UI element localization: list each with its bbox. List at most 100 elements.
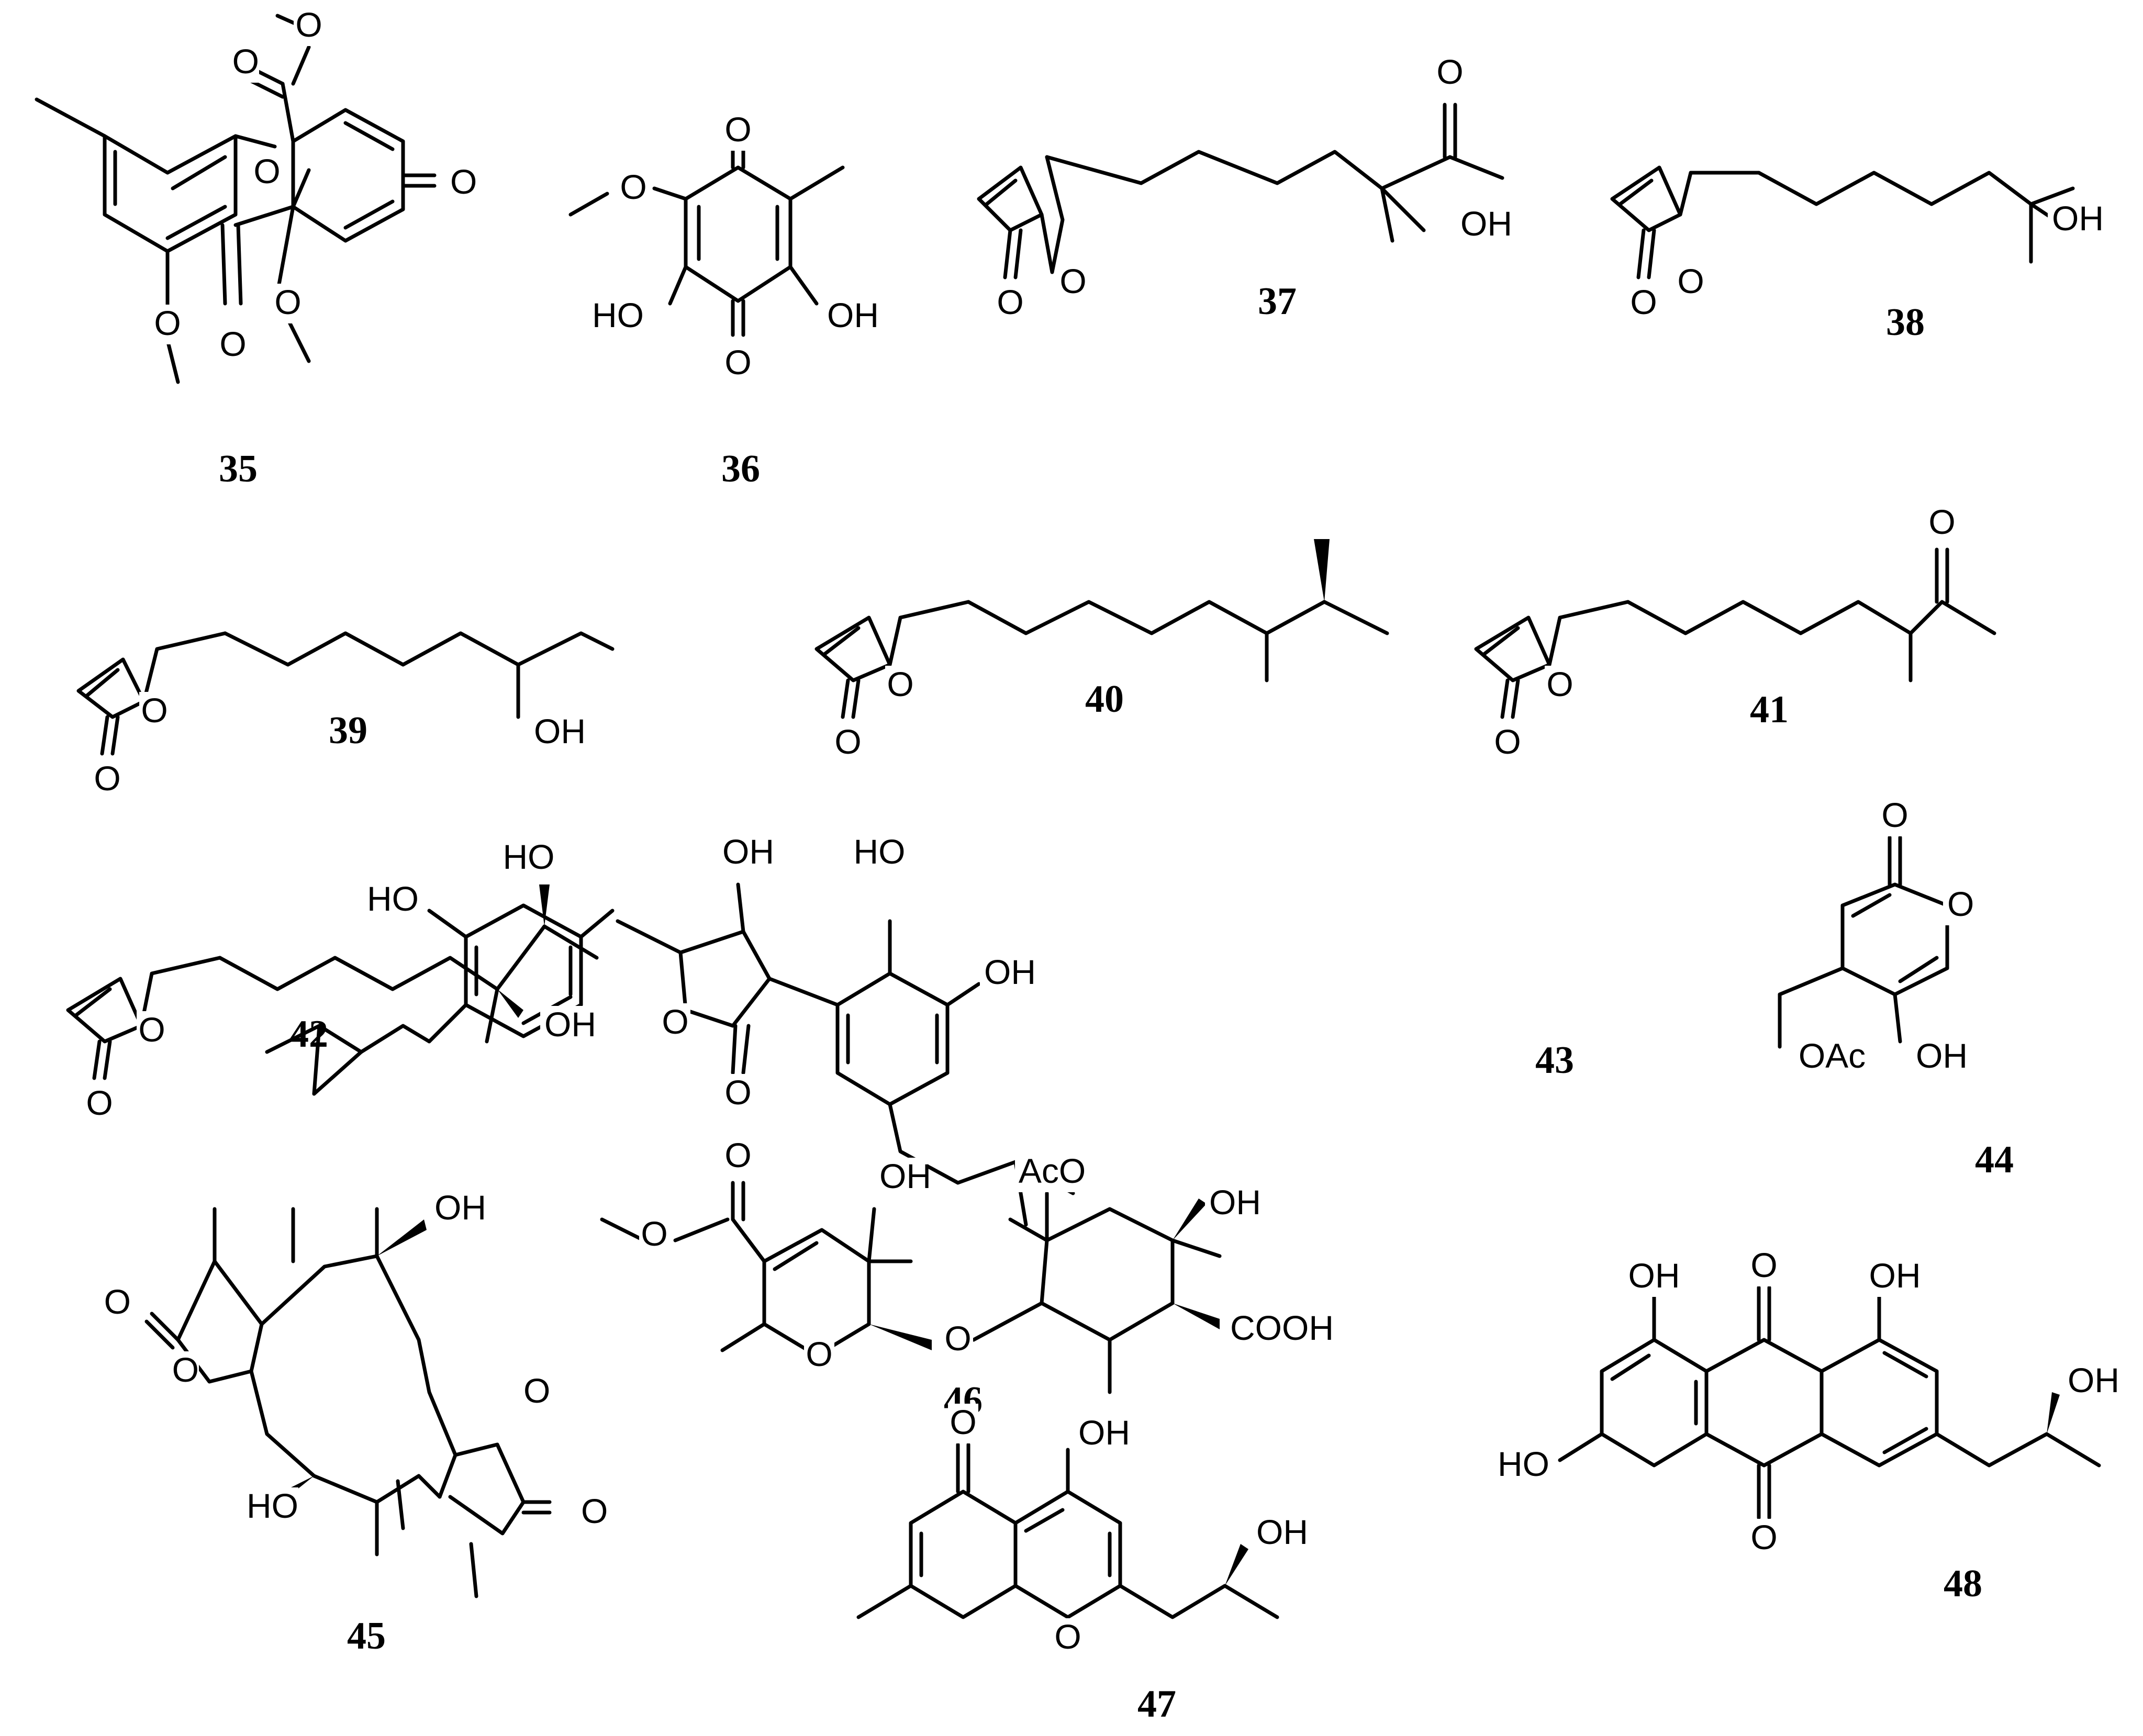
atom-label: O — [1943, 884, 1974, 925]
atom-label: OH — [540, 1005, 596, 1046]
atom-label-background — [273, 284, 303, 323]
atom-label: O — [639, 1214, 669, 1255]
atom-label-background — [1545, 666, 1575, 705]
compound-number-44: 44 — [1975, 1138, 2014, 1181]
atom-label-background — [875, 1158, 928, 1197]
atom-label: HO — [853, 832, 906, 873]
atom-label-text: O — [1928, 502, 1955, 541]
atom-label: O — [833, 722, 863, 763]
atom-label-background — [1497, 1446, 1549, 1485]
atom-label-text: O — [1677, 262, 1704, 300]
compound-40-structure — [814, 539, 1389, 719]
atom-label: O — [169, 1350, 199, 1391]
compound-number-37: 37 — [1258, 280, 1297, 323]
atom-label: OH — [1912, 1036, 1968, 1077]
atom-label-background — [101, 1283, 131, 1323]
atom-label-background — [618, 169, 649, 208]
compound-number-38: 38 — [1886, 301, 1925, 344]
compound-38-structure — [1610, 165, 2075, 279]
atom-label-background — [218, 326, 248, 365]
atom-label-background — [639, 1215, 669, 1255]
atom-label-background — [84, 1084, 115, 1124]
atom-label-text: OH — [984, 953, 1036, 991]
atom-label: OH — [2048, 199, 2104, 240]
atom-label: OH — [875, 1157, 931, 1197]
atom-label: COOH — [1226, 1308, 1334, 1349]
atom-label: OH — [1628, 1256, 1680, 1297]
atom-label-text: O — [94, 759, 120, 798]
atom-label: OH — [430, 1188, 486, 1229]
atom-label-text: OAc — [1799, 1036, 1866, 1075]
atom-label: HO — [503, 837, 555, 878]
atom-label: O — [804, 1335, 834, 1375]
atom-label-text: O — [295, 5, 322, 44]
compound-44-structure — [1778, 835, 1949, 1049]
atom-label-background — [1435, 53, 1465, 93]
atom-label: OH — [1869, 1256, 1921, 1297]
atom-label-text: HO — [1498, 1444, 1549, 1483]
atom-label-background — [885, 666, 916, 705]
atom-label-text: OH — [1916, 1036, 1968, 1075]
atom-label-background — [152, 305, 183, 344]
atom-label-background — [1795, 1037, 1869, 1077]
atom-label-background — [1074, 1414, 1126, 1454]
atom-label-text: OH — [1078, 1413, 1130, 1452]
atom-label-background — [723, 1074, 753, 1114]
atom-label: HO — [366, 879, 419, 920]
atom-label-background — [446, 163, 476, 203]
atom-label-text: O — [724, 1073, 751, 1112]
atom-label-background — [519, 1372, 550, 1412]
atom-label-background — [1943, 886, 1973, 925]
atom-label-background — [137, 1011, 167, 1051]
atom-label: O — [723, 110, 753, 151]
atom-label-background — [252, 153, 282, 193]
atom-label-text: O — [104, 1282, 131, 1321]
atom-label-text: HO — [854, 832, 906, 871]
atom-label-text: O — [1947, 884, 1974, 923]
atom-label-text: O — [232, 42, 259, 81]
atom-label: O — [943, 1319, 973, 1360]
compound-number-43: 43 — [1535, 1039, 1574, 1082]
atom-label-background — [1676, 263, 1706, 303]
atom-label: OH — [1456, 204, 1512, 245]
compound-48-structure — [1558, 1285, 2101, 1520]
atom-label-text: HO — [247, 1486, 298, 1525]
atom-label: O — [92, 759, 122, 800]
atom-label-background — [2063, 1362, 2116, 1402]
atom-label-text: O — [1436, 52, 1463, 91]
atom-label: O — [84, 1083, 115, 1124]
atom-label-background — [577, 1493, 607, 1532]
atom-label: O — [139, 691, 170, 732]
atom-label: O — [101, 1282, 131, 1323]
atom-label-text: O — [950, 1403, 976, 1441]
atom-label-background — [1628, 284, 1659, 323]
atom-label-background — [229, 43, 259, 83]
atom-label-background — [853, 833, 906, 873]
atom-label-background — [723, 1137, 753, 1177]
atom-label: O — [218, 324, 248, 365]
atom-label: O — [1880, 796, 1910, 836]
atom-label: O — [519, 1371, 550, 1412]
atom-label: O — [1749, 1246, 1779, 1286]
atom-label-text: O — [724, 110, 751, 149]
atom-label-background — [540, 1006, 593, 1046]
atom-label-background — [1912, 1037, 1964, 1077]
atom-label-text: O — [806, 1335, 832, 1373]
atom-label: O — [152, 304, 183, 344]
atom-label-text: OH — [1256, 1513, 1308, 1551]
atom-label: OH — [980, 953, 1036, 993]
atom-label-text: OH — [544, 1005, 596, 1044]
atom-label: O — [229, 42, 259, 83]
atom-label-text: OH — [1869, 1256, 1921, 1295]
atom-label-text: O — [620, 167, 646, 206]
atom-label-background — [723, 111, 753, 151]
compound-number-47: 47 — [1137, 1683, 1176, 1726]
compound-35-structure — [35, 14, 437, 384]
atom-label: O — [1053, 1617, 1083, 1658]
atom-label: O — [1749, 1518, 1779, 1559]
compound-number-41: 41 — [1750, 688, 1789, 731]
atom-label-text: O — [834, 722, 861, 761]
atom-label: O — [1545, 665, 1575, 705]
atom-label: O — [252, 152, 282, 193]
